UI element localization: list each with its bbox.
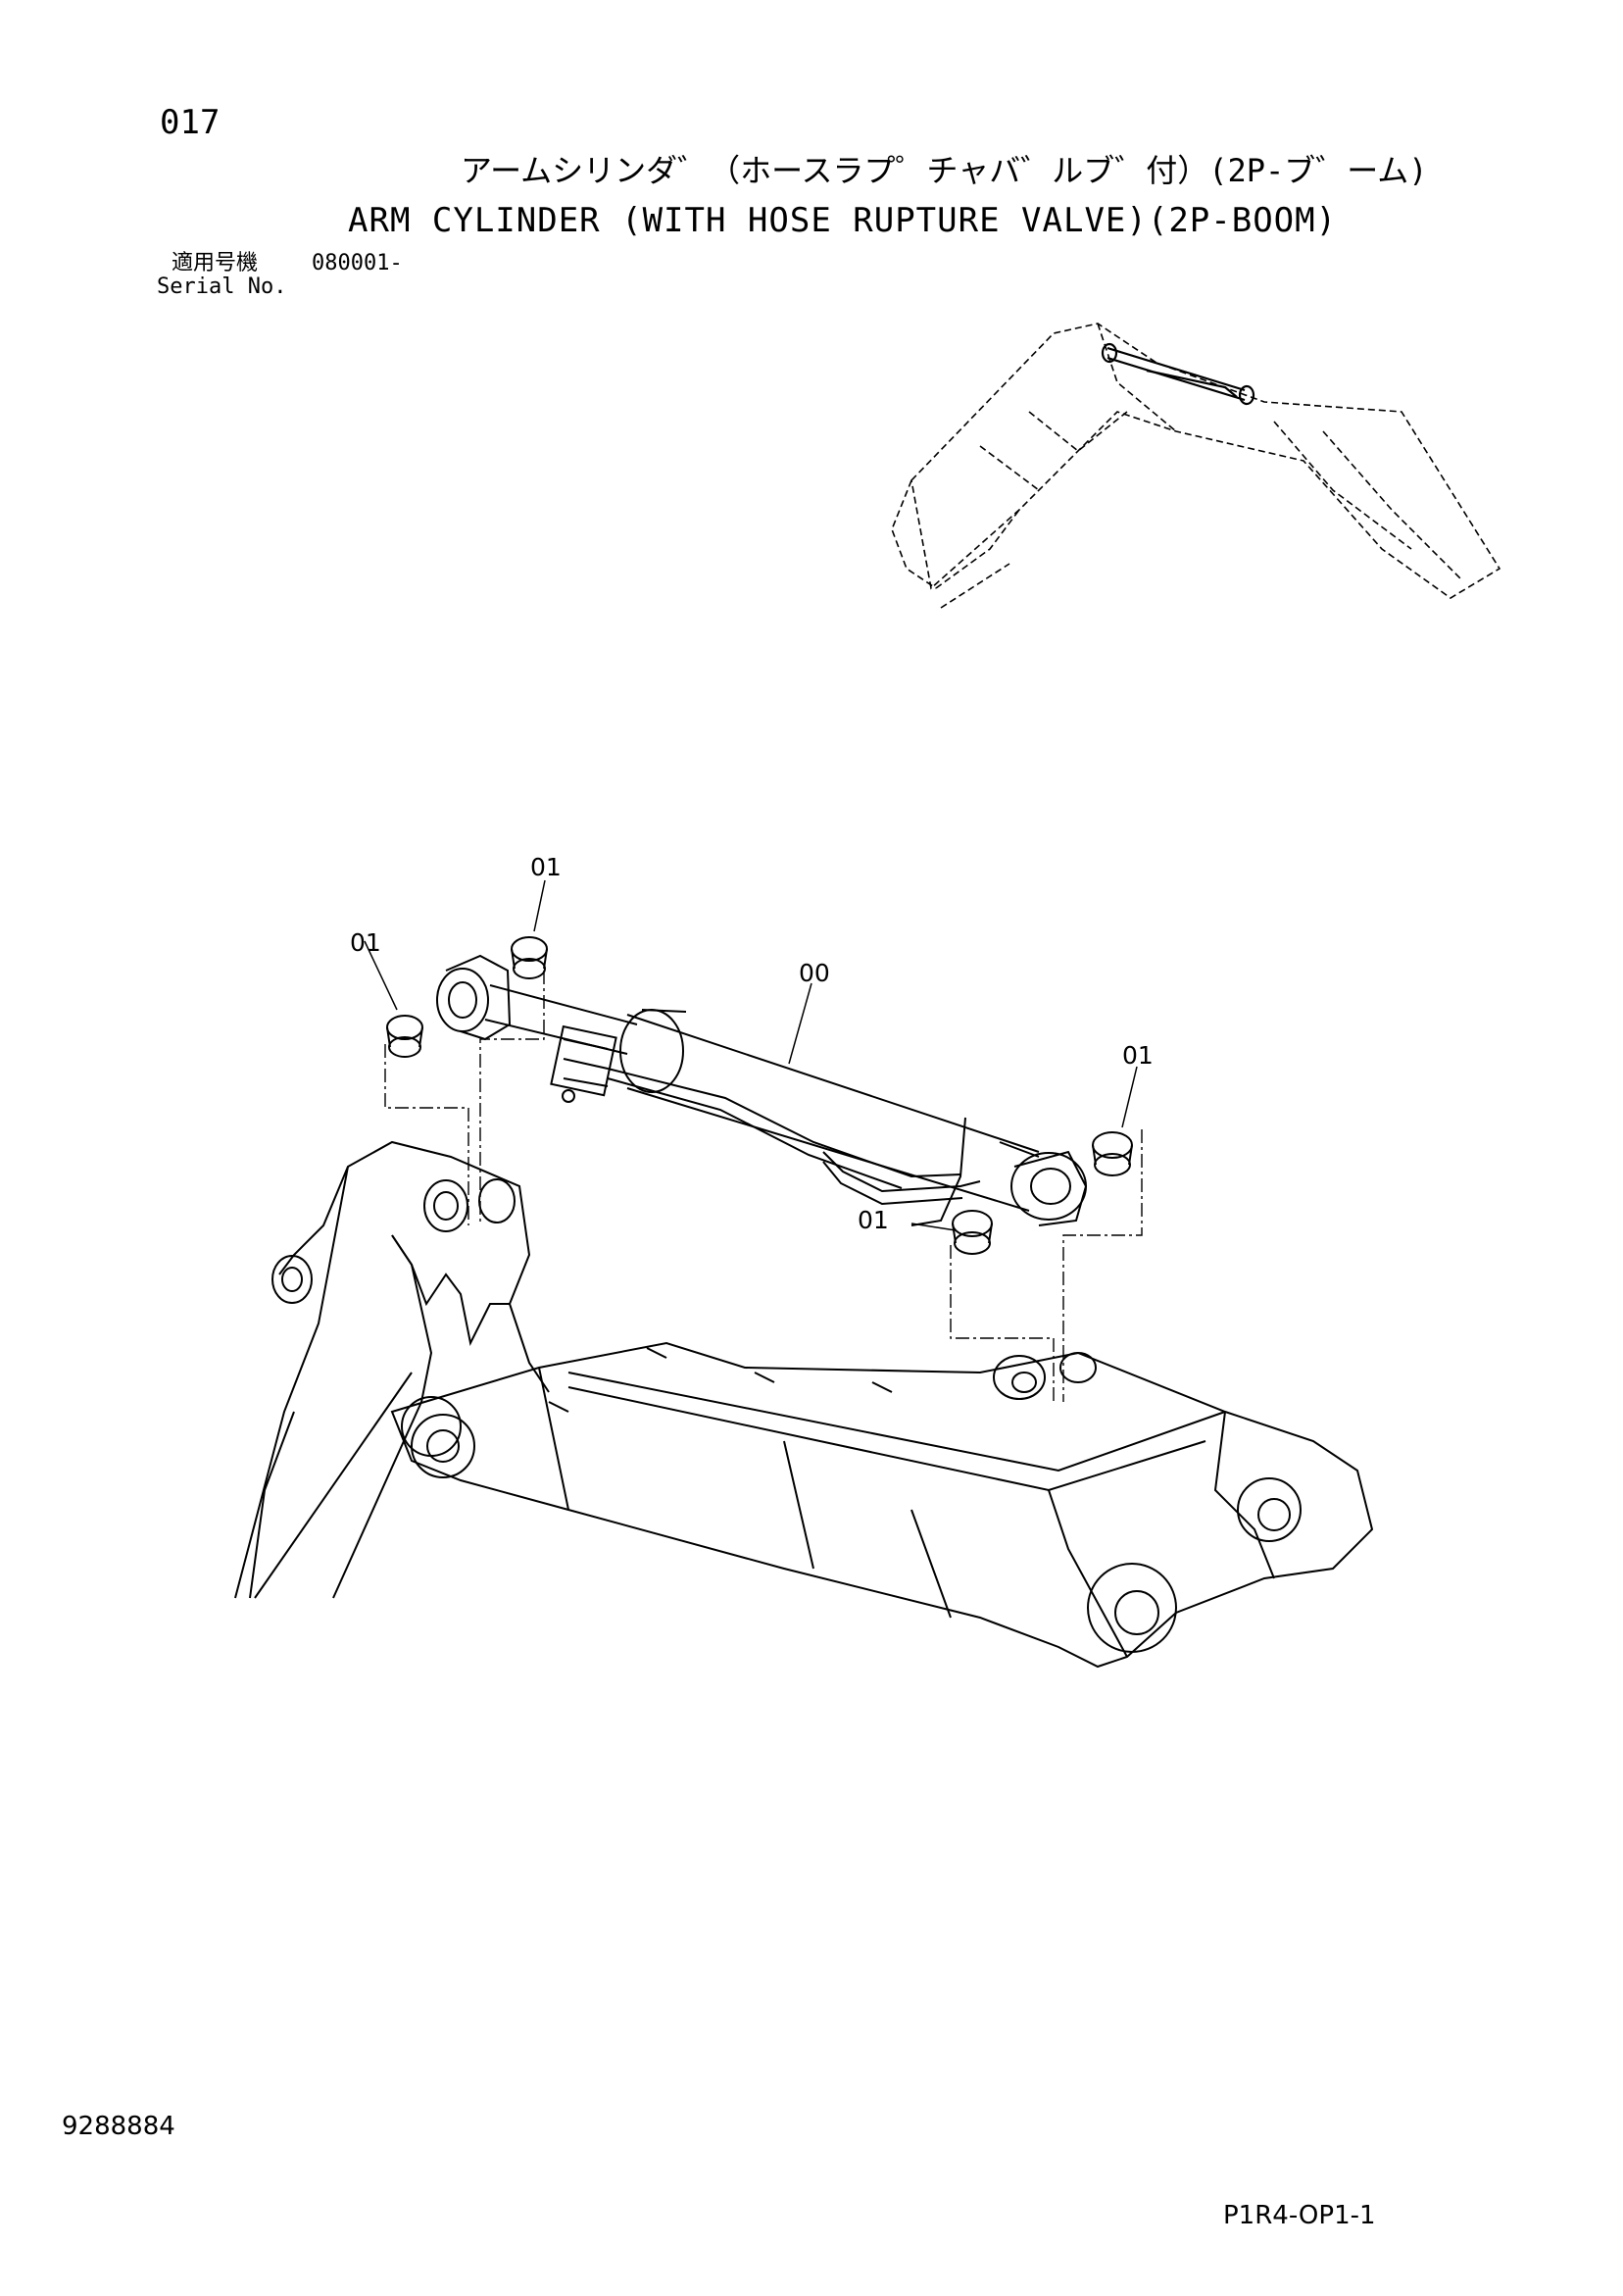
serial-label-japanese: 適用号機 [172,251,259,275]
callouts: 01 01 00 01 01 [350,853,1154,1234]
callout-bushing-lower-left: 01 [858,1206,889,1234]
callout-bushing-upper-left: 01 [350,928,381,957]
locator-thumbnail [891,323,1501,609]
alignment-lines [384,971,1143,1402]
bushing-upper-left [386,1015,423,1058]
serial-number-value: 080001- [312,251,403,275]
arm [390,1341,1374,1669]
document-number: 9288884 [62,2112,175,2141]
arm-cylinder [436,954,1088,1226]
page-code: P1R4-OP1-1 [1223,2201,1376,2230]
bushings [386,936,1133,1255]
locator-highlight-cylinder [1101,342,1255,406]
bushing-lower-right [1092,1131,1133,1176]
serial-label-english: Serial No. [157,275,287,299]
callout-bushing-upper-right: 01 [530,853,562,881]
title-english: ARM CYLINDER (WITH HOSE RUPTURE VALVE)(2… [348,201,1338,240]
title-japanese: アームシリンダ゛（ホースラプ゜チャバ゛ルブ゛付）(2P-ブ゛ーム) [461,152,1428,189]
page-number: 017 [160,103,221,142]
bushing-lower-left [952,1210,993,1255]
callout-bushing-lower-right: 01 [1122,1041,1154,1070]
boom [234,1140,550,1599]
callout-arm-cylinder: 00 [799,959,830,987]
bushing-upper-right [511,936,548,979]
